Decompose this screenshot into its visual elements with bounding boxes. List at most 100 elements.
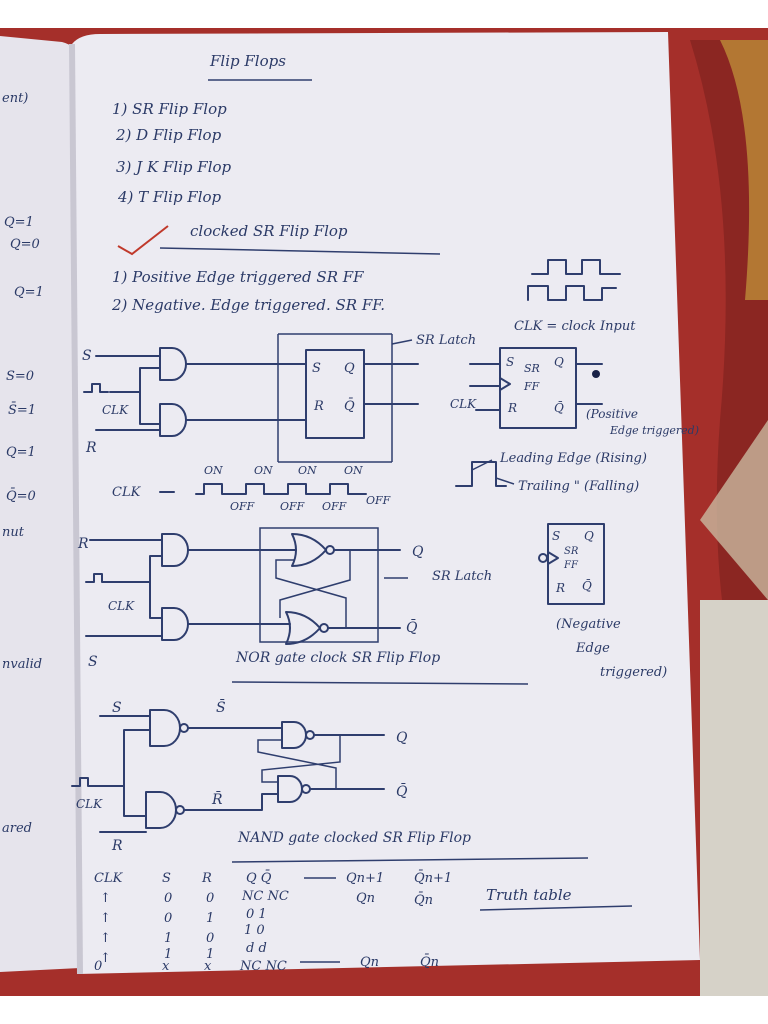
clk-line-label: CLK [112,485,142,500]
input-r-label: R [77,536,89,552]
list-item: 3) J K Flip Flop [116,158,232,176]
table-cell: x [204,959,212,974]
main-page [72,32,700,974]
symbol-s-label: S [506,355,514,369]
table-cell: 1 [206,947,214,962]
symbol-ff-label: FF [523,380,540,393]
clock-triangle-icon [499,377,511,391]
left-note: Q=1 [14,285,44,300]
table-cell: NC NC [239,959,287,974]
latch-s-label: S [312,361,321,376]
nand-gate-sr-circuit: S S̄ CLK R R̄ Q Q̄ NAND gate clocked SR … [71,698,589,863]
off-label: OFF [366,494,391,507]
output-q-label: Q [412,544,424,560]
symbol-sr-label: SR [524,362,540,375]
list-item: 1) SR Flip Flop [112,100,227,118]
left-note: Q=1 [6,445,36,460]
list-item: 2) D Flip Flop [115,126,222,144]
nor-gate-icon [285,611,321,645]
nor-gate-sr-circuit: R CLK S Q Q̄ SR Latch NOR gate clock SR … [77,527,529,685]
input-r-label: R [85,440,97,456]
negative-clock-wave-icon [527,285,617,301]
input-clk-label: CLK [102,403,129,417]
negative-edge-ff-symbol: S Q SR FF R Q̄ (Negative Edge triggered) [538,523,667,680]
list-item: 4) T Flip Flop [117,188,222,206]
and-gate-icon [161,607,189,641]
on-label: ON [204,464,223,477]
symbol-ff-label: FF [563,560,579,571]
table-cell: ↑ [100,891,111,906]
input-s-label: S [82,348,92,364]
table-cell: Q̄n [420,954,439,970]
on-label: ON [344,464,363,477]
output-qbar-label: Q̄ [396,782,408,800]
leading-edge-label: Leading Edge (Rising) [499,451,647,466]
clock-triangle-icon [547,551,559,565]
and-gate-icon [161,533,189,567]
left-note: S=0 [6,369,34,384]
edge-legend: Leading Edge (Rising) Trailing " (Fallin… [455,451,647,494]
table-cell: 0 1 [246,907,267,922]
r-bar-label: R̄ [211,790,223,808]
symbol-q-label: Q [584,529,594,543]
and-gate-icon [159,403,187,437]
section-heading: clocked SR Flip Flop [190,222,348,240]
table-cell: 1 [206,911,214,926]
left-note: S̄=1 [8,402,36,418]
latch-r-label: R [313,399,324,414]
type-item: 1) Positive Edge triggered SR FF [112,268,364,286]
type-item: 2) Negative. Edge triggered. SR FF. [111,296,385,314]
symbol-qbar-label: Q̄ [554,400,564,415]
table-cell: ↑ [100,951,111,966]
symbol-note: triggered) [600,665,667,680]
left-note: ent) [2,91,28,106]
positive-edge-ff-symbol: S SR Q FF CLK R Q̄ (Positive Edge trigge… [450,347,699,437]
sr-latch-label: SR Latch [416,333,476,348]
symbol-qbar-label: Q̄ [582,578,592,593]
latch-qbar-label: Q̄ [344,398,355,414]
input-s-label: S [112,700,122,716]
table-cell: Q̄n [414,892,433,908]
symbol-sr-label: SR [564,546,579,557]
output-q-label: Q [396,730,408,746]
left-page-notes: ent) Q=1 Q=0 Q=1 S=0 S̄=1 Q=1 Q̄=0 nut n… [2,91,44,836]
positive-clock-wave-icon [531,259,621,275]
inversion-bubble-icon [538,553,548,563]
table-cell: d d [246,941,267,956]
table-header: Qn+1 [346,871,384,886]
symbol-note: (Positive [586,407,638,421]
table-cell: Qn [356,891,375,906]
symbol-note: Edge triggered) [609,424,699,437]
table-header: Q̄n+1 [414,870,452,886]
left-note: nut [2,525,25,540]
truth-table: CLK S R Q Q̄ Qn+1 Q̄n+1 ↑ 0 0 NC NC Qn Q… [94,870,633,974]
and-gate-sr-circuit: S CLK R S Q R Q̄ SR Latch CLK = clock In… [82,319,636,463]
s-bar-label: S̄ [216,698,226,716]
trailing-edge-label: Trailing " (Falling) [518,479,639,494]
input-clk-label: CLK [108,599,135,613]
output-qbar-label: Q̄ [406,618,418,636]
clock-on-off-waveform: CLK ON ON ON ON OFF OFF OFF OFF [112,464,391,513]
table-cell: 0 [206,931,214,946]
left-note: Q̄=0 [6,488,36,504]
on-label: ON [298,464,317,477]
table-header: CLK [94,871,124,886]
truth-table-label: Truth table [486,886,572,904]
table-cell: 1 [164,947,172,962]
clock-pulse-icon [83,383,109,393]
symbol-r-label: R [555,581,565,595]
symbol-note: Edge [575,641,610,656]
check-tick-icon [117,225,169,256]
input-clk-label: CLK [76,797,103,811]
table-cell: 0 [94,959,102,974]
nand-caption: NAND gate clocked SR Flip Flop [237,830,471,846]
input-r-label: R [111,838,123,854]
table-cell: 1 [164,931,172,946]
table-cell: ↑ [100,911,111,926]
left-note: ared [2,821,32,836]
and-gate-icon [159,347,187,381]
symbol-s-label: S [552,529,560,543]
table-cell: ↑ [100,931,111,946]
symbol-r-label: R [507,401,517,415]
